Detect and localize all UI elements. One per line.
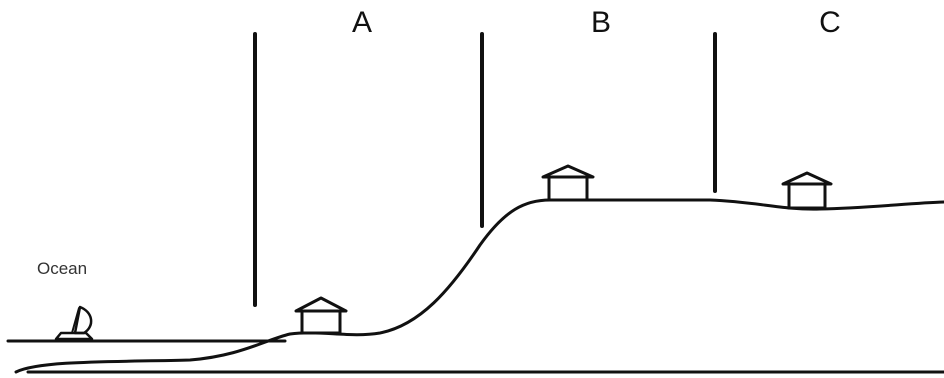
zone-label-c: C <box>819 6 841 39</box>
zone-label-a: A <box>352 6 372 39</box>
sailboat-icon <box>54 305 94 341</box>
ocean-label: Ocean <box>37 259 87 278</box>
house-icon-zone-c <box>781 171 833 210</box>
house-icon-zone-b <box>541 164 595 202</box>
zone-label-b: B <box>591 6 611 39</box>
house-icon-zone-a <box>294 296 348 335</box>
